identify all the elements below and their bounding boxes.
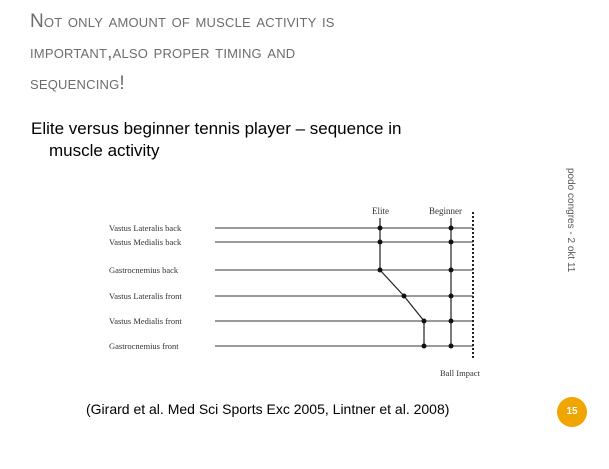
- beginner-points: [448, 225, 454, 349]
- muscle-label: Vastus Lateralis back: [109, 223, 182, 233]
- beginner-label: Beginner: [429, 206, 462, 216]
- elite-point: [377, 239, 383, 245]
- beginner-point: [448, 318, 454, 324]
- elite-point: [377, 267, 383, 273]
- elite-label: Elite: [372, 206, 389, 216]
- elite-path: [379, 218, 425, 346]
- elite-sequence: [379, 218, 425, 346]
- muscle-label: Gastrocnemius back: [109, 265, 179, 275]
- muscle-label: Vastus Lateralis front: [109, 291, 182, 301]
- subtitle-line-1: Elite versus beginner tennis player – se…: [31, 119, 402, 138]
- elite-point: [421, 318, 427, 324]
- slide-subtitle: Elite versus beginner tennis player – se…: [31, 118, 531, 162]
- muscle-label: Gastrocnemius front: [109, 341, 179, 351]
- citation: (Girard et al. Med Sci Sports Exc 2005, …: [86, 401, 450, 417]
- side-footer-text: podo congres - 2 okt 11: [565, 168, 576, 273]
- muscle-label: Vastus Medialis front: [109, 316, 182, 326]
- beginner-point: [448, 267, 454, 273]
- muscle-lines: [215, 227, 473, 347]
- elite-point: [377, 225, 383, 231]
- elite-points: [377, 225, 427, 349]
- beginner-point: [448, 225, 454, 231]
- subtitle-line-2: muscle activity: [49, 141, 160, 160]
- ball-impact-label: Ball Impact: [440, 368, 481, 378]
- title-line-3: sequencing!: [30, 73, 125, 94]
- beginner-point: [448, 343, 454, 349]
- title-line-2: important,also proper timing and: [30, 42, 296, 63]
- muscle-sequence-diagram: Elite Beginner Vastus Lateralis back Vas…: [109, 206, 481, 378]
- beginner-point: [448, 239, 454, 245]
- title-line-1: Not only amount of muscle activity is: [30, 11, 335, 32]
- elite-point: [401, 293, 407, 299]
- slide-title: Not only amount of muscle activity is im…: [30, 6, 550, 99]
- beginner-point: [448, 293, 454, 299]
- page-number-badge: 15: [557, 397, 587, 427]
- muscle-label: Vastus Medialis back: [109, 237, 182, 247]
- elite-point: [421, 343, 427, 349]
